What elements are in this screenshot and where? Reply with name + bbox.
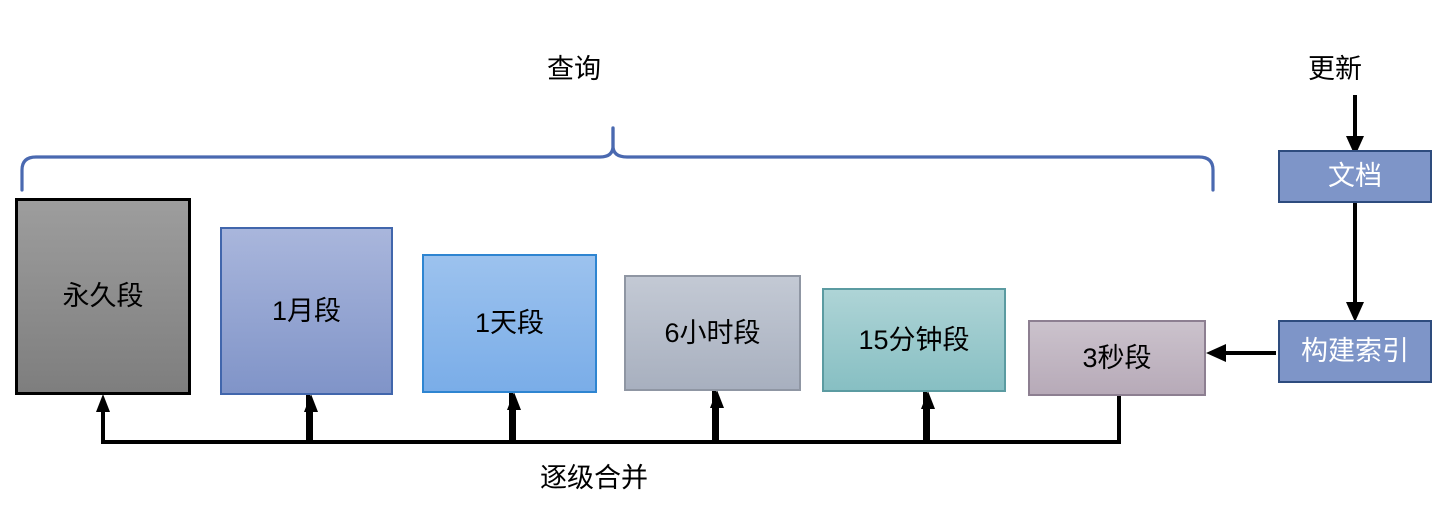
segment-label: 1月段	[271, 295, 342, 326]
segment-box-fifteen-minutes[interactable]: 15分钟段	[822, 288, 1006, 392]
segment-label: 1天段	[474, 308, 545, 338]
merge-connectors	[101, 391, 1121, 444]
segment-box-one-day[interactable]: 1天段	[422, 254, 597, 393]
segment-label: 15分钟段	[858, 324, 970, 355]
segment-label: 6小时段	[664, 317, 761, 348]
segment-label: 永久段	[62, 281, 144, 311]
segment-box-one-month[interactable]: 1月段	[220, 227, 393, 395]
query-label: 查询	[547, 54, 601, 84]
node-build-index[interactable]: 构建索引	[1278, 320, 1432, 383]
document-to-index-arrowhead	[1346, 302, 1364, 322]
segment-label: 3秒段	[1082, 342, 1152, 373]
merge-label: 逐级合并	[540, 463, 648, 493]
segment-box-three-seconds[interactable]: 3秒段	[1028, 320, 1206, 396]
index-to-segment-arrowhead	[1206, 344, 1226, 362]
segment-box-permanent[interactable]: 永久段	[15, 198, 191, 395]
update-label: 更新	[1308, 54, 1362, 84]
query-brace	[20, 126, 1215, 192]
node-label: 构建索引	[1301, 336, 1409, 366]
segment-box-six-hours[interactable]: 6小时段	[624, 275, 801, 391]
node-document[interactable]: 文档	[1278, 150, 1432, 203]
node-label: 文档	[1328, 161, 1382, 191]
